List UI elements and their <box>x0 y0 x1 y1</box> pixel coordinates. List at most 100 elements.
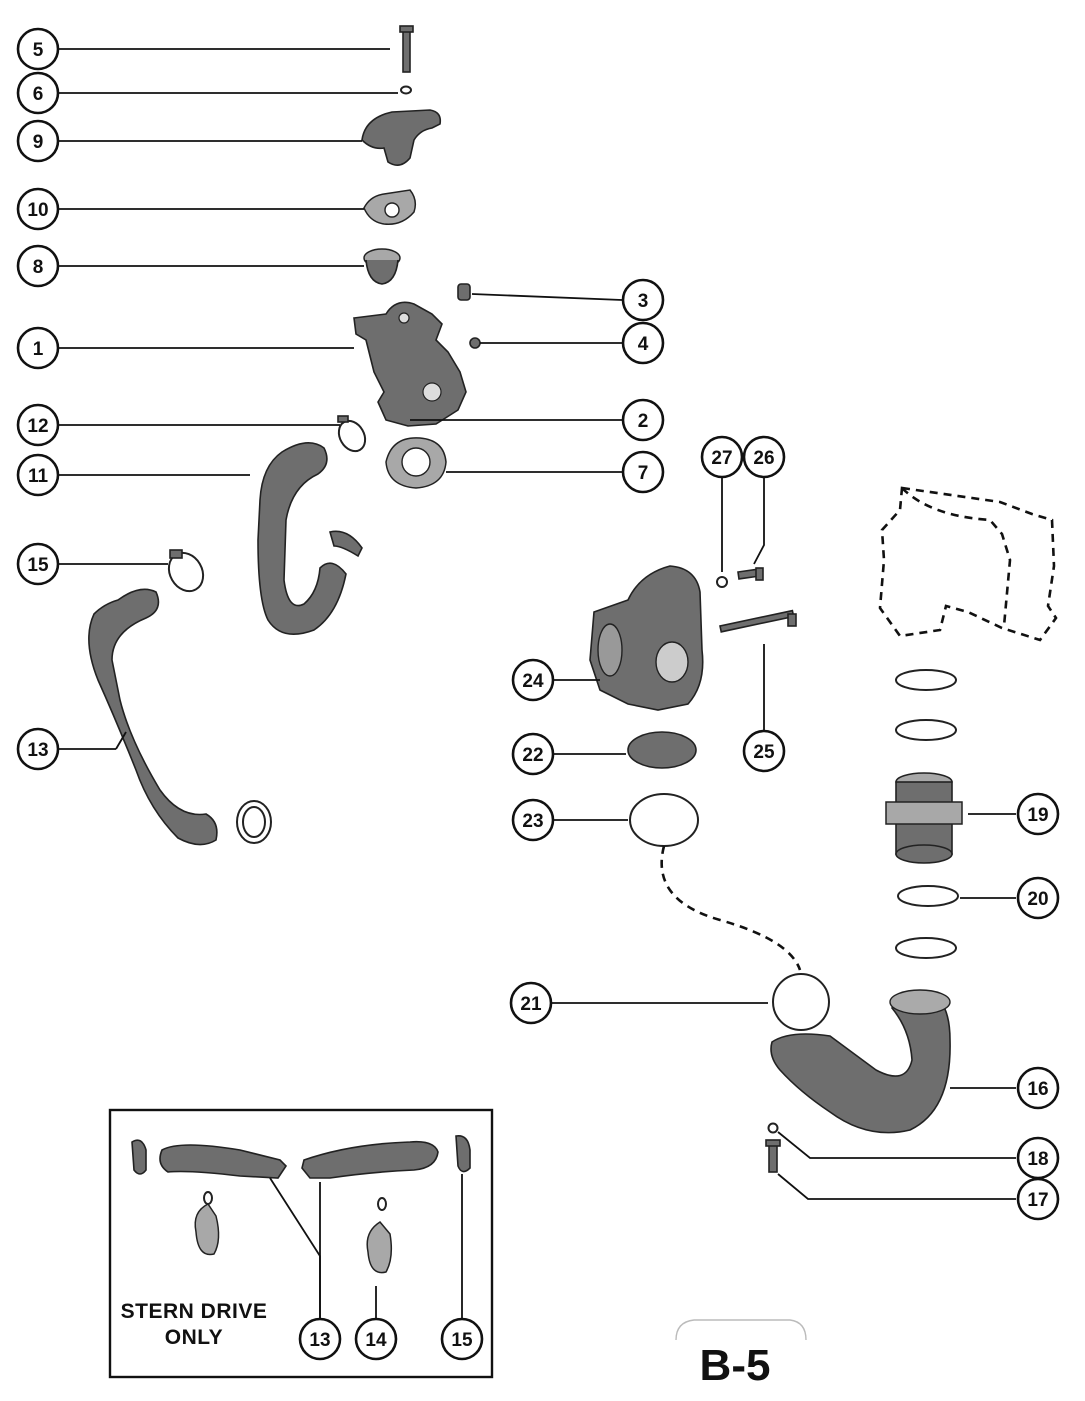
part-clamp-lower <box>895 937 957 959</box>
svg-text:4: 4 <box>638 334 649 355</box>
part-housing-1 <box>353 301 467 427</box>
svg-text:13: 13 <box>309 1330 330 1351</box>
svg-text:17: 17 <box>1027 1190 1048 1211</box>
callout-7: 7 <box>621 450 665 494</box>
svg-text:6: 6 <box>33 84 44 105</box>
callout-26: 26 <box>742 435 786 479</box>
callout-12: 12 <box>16 403 60 447</box>
callout-10: 10 <box>16 187 60 231</box>
callout-6: 6 <box>16 71 60 115</box>
callout-16: 16 <box>1016 1066 1060 1110</box>
part-hose-clamp-small <box>328 530 363 558</box>
callout-25: 25 <box>742 729 786 773</box>
svg-text:14: 14 <box>365 1330 387 1351</box>
part-elbow-9 <box>361 109 442 166</box>
svg-text:23: 23 <box>522 811 543 832</box>
inset-callout-13: 13 <box>298 1317 342 1361</box>
part-clamp-20 <box>897 885 959 907</box>
svg-text:5: 5 <box>33 40 44 61</box>
part-hose-11 <box>257 442 347 636</box>
inset-clamp-right <box>455 1134 471 1173</box>
callout-9: 9 <box>16 119 60 163</box>
svg-text:26: 26 <box>753 448 774 469</box>
part-bolt-17 <box>765 1139 781 1173</box>
stern-drive-inset: STERN DRIVE ONLY 13 14 15 <box>108 1108 494 1379</box>
svg-text:9: 9 <box>33 132 44 153</box>
page-label-tab <box>675 1319 807 1341</box>
callout-4: 4 <box>621 321 665 365</box>
part-plug-3 <box>457 283 471 301</box>
callout-1: 1 <box>16 326 60 370</box>
inset-clamp-13 <box>194 1191 220 1256</box>
callout-23: 23 <box>511 798 555 842</box>
part-gasket-7 <box>385 437 447 489</box>
part-clamp-13-end <box>236 800 272 844</box>
part-ring-23 <box>629 793 699 847</box>
part-clamp-15 <box>167 549 205 593</box>
part-exhaust-pipe-16 <box>770 991 951 1134</box>
inset-label-line1: STERN DRIVE <box>121 1300 268 1323</box>
part-hose-13 <box>88 588 218 846</box>
part-washer-6 <box>400 85 412 95</box>
svg-text:19: 19 <box>1027 805 1048 826</box>
part-bolt-25 <box>719 609 797 633</box>
svg-text:1: 1 <box>33 339 44 360</box>
part-ring-21 <box>772 973 830 1031</box>
part-clamp-12 <box>337 415 367 453</box>
callout-8: 8 <box>16 244 60 288</box>
svg-text:15: 15 <box>27 555 49 576</box>
callout-13: 13 <box>16 727 60 771</box>
callout-11: 11 <box>16 453 60 497</box>
svg-text:21: 21 <box>520 994 542 1015</box>
dashed-connector-23-21 <box>660 845 802 971</box>
callout-21: 21 <box>509 981 553 1025</box>
inset-clamp-14 <box>366 1197 393 1274</box>
callout-18: 18 <box>1016 1136 1060 1180</box>
callout-17: 17 <box>1016 1177 1060 1221</box>
callout-22: 22 <box>511 732 555 776</box>
part-fitting-4 <box>469 337 481 349</box>
callout-19: 19 <box>1016 792 1060 836</box>
svg-text:15: 15 <box>451 1330 473 1351</box>
svg-text:8: 8 <box>33 257 44 278</box>
svg-text:2: 2 <box>638 411 649 432</box>
svg-text:12: 12 <box>27 416 48 437</box>
svg-text:13: 13 <box>27 740 48 761</box>
page-label: B-5 <box>700 1341 771 1390</box>
inset-hose-left <box>159 1144 288 1179</box>
part-disc-22 <box>627 731 697 769</box>
svg-text:20: 20 <box>1027 889 1048 910</box>
svg-text:22: 22 <box>522 745 543 766</box>
part-washer-18 <box>767 1122 779 1134</box>
callout-3: 3 <box>621 278 665 322</box>
callout-20: 20 <box>1016 876 1060 920</box>
svg-text:24: 24 <box>522 671 544 692</box>
svg-text:7: 7 <box>638 463 649 484</box>
inset-callout-15: 15 <box>440 1317 484 1361</box>
svg-text:16: 16 <box>1027 1079 1048 1100</box>
part-clamp-upper-1 <box>895 669 957 691</box>
svg-text:25: 25 <box>753 742 775 763</box>
callout-24: 24 <box>511 658 555 702</box>
svg-text:3: 3 <box>638 291 649 312</box>
svg-text:10: 10 <box>27 200 48 221</box>
inset-clamp-left <box>131 1139 147 1175</box>
svg-text:18: 18 <box>1027 1149 1048 1170</box>
callout-2: 2 <box>621 398 665 442</box>
svg-text:27: 27 <box>711 448 732 469</box>
part-bolt-26 <box>737 567 764 581</box>
part-bolt-5 <box>399 25 414 73</box>
inset-label-line2: ONLY <box>165 1326 223 1349</box>
inset-callout-14: 14 <box>354 1317 398 1361</box>
callout-27: 27 <box>700 435 744 479</box>
part-coupler-19 <box>885 772 963 864</box>
svg-text:11: 11 <box>28 466 49 487</box>
dashed-manifold-outline <box>878 486 1058 642</box>
callout-5: 5 <box>16 27 60 71</box>
part-thermostat-8 <box>363 248 401 285</box>
part-clamp-upper-2 <box>895 719 957 741</box>
callout-15: 15 <box>16 542 60 586</box>
inset-hose-right <box>301 1140 439 1179</box>
part-washer-27 <box>716 576 728 588</box>
